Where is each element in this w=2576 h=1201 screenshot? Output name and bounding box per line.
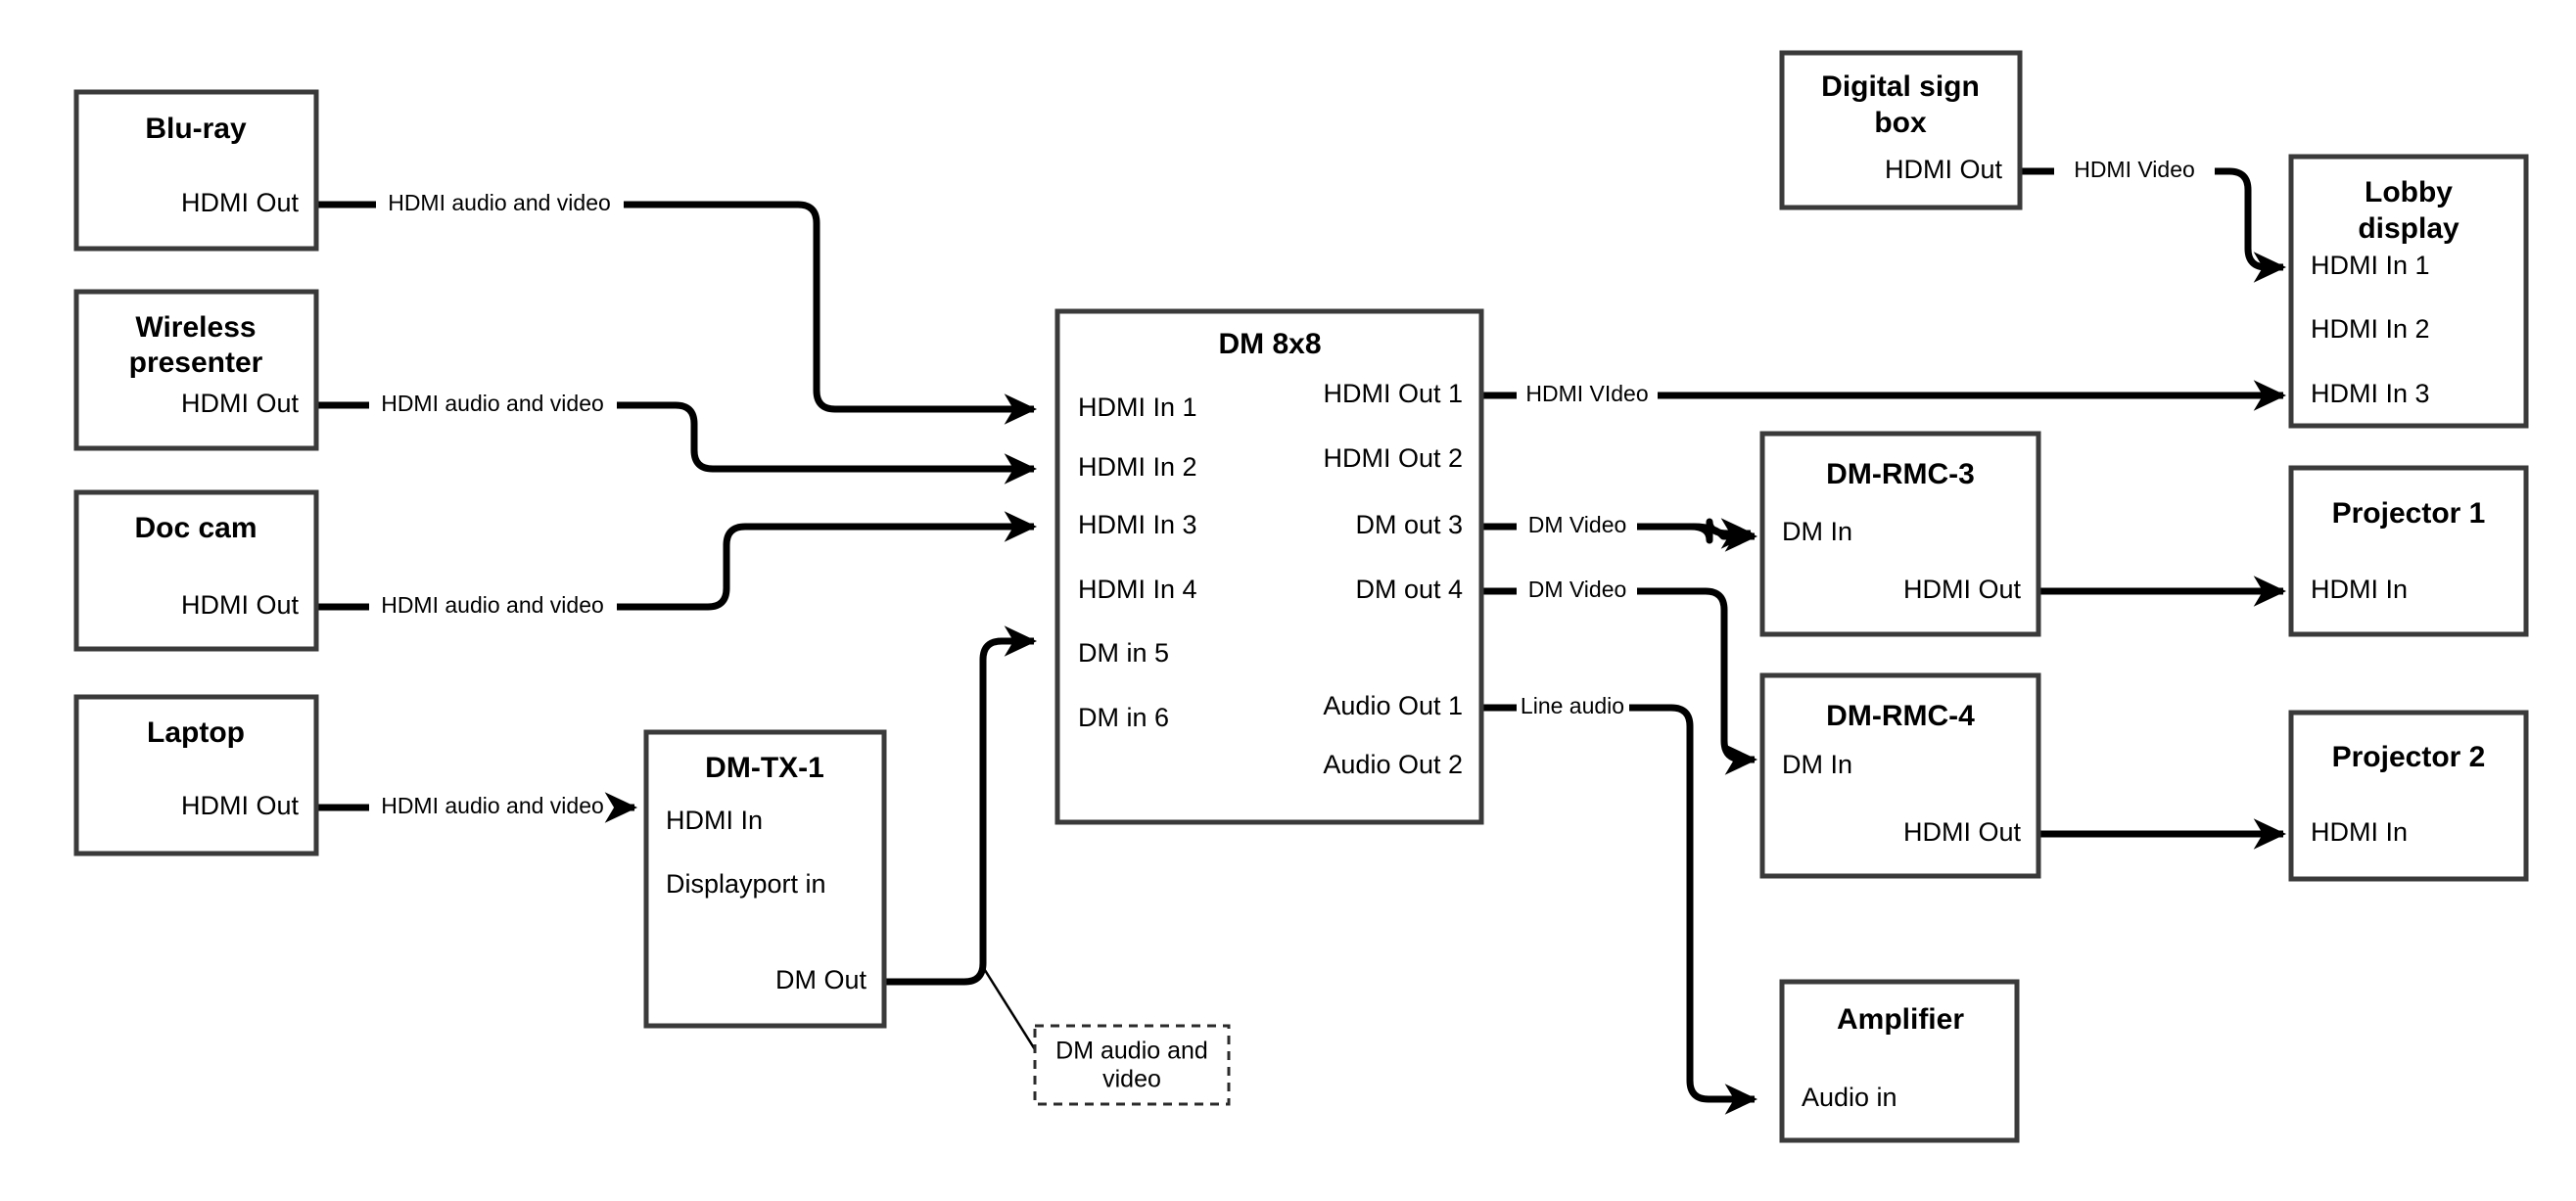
port-lobby-hdmi-in-2: HDMI In 2 [2311, 314, 2430, 344]
device-projector2-box[interactable] [2288, 710, 2529, 882]
port-dm8x8-hdmi-in-4: HDMI In 4 [1078, 575, 1197, 604]
wire-label-bluray: HDMI audio and video [388, 190, 611, 215]
wire-sign-to-lobby-in1: HDMI Video [2022, 157, 2287, 283]
wire-dm-audio-to-amp: Line audio [1481, 693, 1758, 1115]
wire-dm-out4-to-rmc4: DM Video [1481, 577, 1758, 775]
device-dmrmc3-box[interactable] [1759, 431, 2041, 637]
port-projector2-hdmi-in: HDMI In [2311, 817, 2408, 847]
device-wireless-presenter[interactable]: Wireless presenter HDMI Out [73, 289, 319, 451]
device-laptop[interactable]: Laptop HDMI Out [73, 694, 319, 856]
port-lobby-hdmi-in-3: HDMI In 3 [2311, 379, 2430, 408]
wire-label-doccam: HDMI audio and video [381, 592, 604, 618]
device-laptop-title: Laptop [147, 716, 245, 749]
callout-dm-audio-and-video: DM audio and video [1033, 1024, 1231, 1106]
wire-label-line-audio: Line audio [1521, 693, 1624, 718]
callout-note-line2: video [1102, 1066, 1161, 1093]
port-dmrmc4-dm-in: DM In [1782, 750, 1852, 779]
device-projector1-title: Projector 1 [2332, 497, 2486, 530]
device-dmrmc4-title: DM-RMC-4 [1826, 700, 1975, 732]
port-wireless-hdmi-out: HDMI Out [181, 389, 300, 418]
wire-doccam-to-dm-in3: HDMI audio and video [316, 511, 1038, 618]
device-laptop-box[interactable] [73, 694, 319, 856]
device-dm-rmc-3[interactable]: DM-RMC-3 DM In HDMI Out [1759, 431, 2041, 637]
device-wireless-box[interactable] [73, 289, 319, 451]
device-dmtx1-title: DM-TX-1 [705, 752, 824, 784]
device-doccam-box[interactable] [73, 489, 319, 652]
device-dm-8x8[interactable]: DM 8x8 HDMI In 1 HDMI In 2 HDMI In 3 HDM… [1054, 308, 1484, 825]
port-dm8x8-dm-in-5: DM in 5 [1078, 638, 1169, 668]
device-projector-1[interactable]: Projector 1 HDMI In [2288, 465, 2529, 637]
device-digital-sign-box[interactable]: Digital sign box HDMI Out [1779, 50, 2023, 210]
device-wireless-title-line1: Wireless [135, 311, 256, 344]
device-projector2-title: Projector 2 [2332, 741, 2486, 773]
device-lobby-display[interactable]: Lobby display HDMI In 1 HDMI In 2 HDMI I… [2288, 154, 2529, 429]
device-lobby-box[interactable] [2288, 154, 2529, 429]
device-wireless-title-line2: presenter [129, 346, 263, 379]
port-dm8x8-audio-out-2: Audio Out 2 [1323, 750, 1463, 779]
callout-note-line1: DM audio and [1055, 1038, 1208, 1065]
port-dm8x8-dm-out-3: DM out 3 [1355, 510, 1463, 539]
device-digitalsign-box[interactable] [1779, 50, 2023, 210]
port-doccam-hdmi-out: HDMI Out [181, 590, 300, 620]
device-dm8x8-title: DM 8x8 [1218, 328, 1321, 360]
device-lobby-title-line1: Lobby [2365, 176, 2453, 208]
wire-label-dm-out3: DM Video [1528, 512, 1627, 537]
device-lobby-title-line2: display [2358, 212, 2459, 245]
wire-label-wireless: HDMI audio and video [381, 391, 604, 416]
wire-laptop-to-dmtx: HDMI audio and video [316, 792, 638, 823]
device-amplifier-box[interactable] [1779, 979, 2020, 1143]
device-dmrmc4-box[interactable] [1759, 672, 2041, 879]
port-dmtx1-displayport-in: Displayport in [666, 869, 826, 899]
note-leader-line [981, 966, 1040, 1055]
port-dm8x8-hdmi-in-2: HDMI In 2 [1078, 452, 1197, 482]
wire-dm-out1-to-lobby-in3: HDMI VIdeo [1481, 380, 2287, 411]
port-dmtx1-dm-out: DM Out [775, 965, 867, 994]
device-doc-cam[interactable]: Doc cam HDMI Out [73, 489, 319, 652]
port-amplifier-audio-in: Audio in [1802, 1083, 1897, 1112]
device-dmtx1-box[interactable] [643, 729, 887, 1029]
port-dm8x8-dm-out-4: DM out 4 [1355, 575, 1463, 604]
device-projector1-box[interactable] [2288, 465, 2529, 637]
port-digitalsign-hdmi-out: HDMI Out [1885, 155, 2003, 184]
port-projector1-hdmi-in: HDMI In [2311, 575, 2408, 604]
device-dm8x8-box[interactable] [1054, 308, 1484, 825]
device-amplifier-title: Amplifier [1837, 1003, 1964, 1036]
device-bluray-box[interactable] [73, 89, 319, 252]
wire-wireless-to-dm-in2: HDMI audio and video [316, 391, 1038, 485]
port-dm8x8-hdmi-out-1: HDMI Out 1 [1323, 379, 1463, 408]
port-dmrmc3-hdmi-out: HDMI Out [1903, 575, 2022, 604]
port-dmtx1-hdmi-in: HDMI In [666, 806, 763, 835]
device-amplifier[interactable]: Amplifier Audio in [1779, 979, 2020, 1143]
wire-label-laptop: HDMI audio and video [381, 793, 604, 818]
device-dmrmc3-title: DM-RMC-3 [1826, 458, 1975, 490]
device-dm-tx-1[interactable]: DM-TX-1 HDMI In Displayport in DM Out [643, 729, 887, 1029]
wire-dmtx-to-dm-in5 [884, 625, 1040, 1055]
device-bluray[interactable]: Blu-ray HDMI Out [73, 89, 319, 252]
port-dmrmc3-dm-in: DM In [1782, 517, 1852, 546]
device-dm-rmc-4[interactable]: DM-RMC-4 DM In HDMI Out [1759, 672, 2041, 879]
port-dm8x8-hdmi-in-3: HDMI In 3 [1078, 510, 1197, 539]
device-digitalsign-title-line1: Digital sign [1821, 70, 1980, 103]
port-laptop-hdmi-out: HDMI Out [181, 791, 300, 820]
port-dm8x8-audio-out-1: Audio Out 1 [1323, 691, 1463, 720]
device-bluray-title: Blu-ray [145, 113, 247, 145]
device-projector-2[interactable]: Projector 2 HDMI In [2288, 710, 2529, 882]
port-lobby-hdmi-in-1: HDMI In 1 [2311, 251, 2430, 280]
wire-bluray-to-dm-in1: HDMI audio and video [316, 190, 1038, 425]
wire-label-dm-out1: HDMI VIdeo [1525, 381, 1648, 406]
port-dm8x8-hdmi-in-1: HDMI In 1 [1078, 393, 1197, 422]
wire-label-dm-out4: DM Video [1528, 577, 1627, 602]
port-dm8x8-dm-in-6: DM in 6 [1078, 703, 1169, 732]
port-bluray-hdmi-out: HDMI Out [181, 188, 300, 217]
wire-dm-out3-to-rmc3: DM Video [1481, 512, 1758, 552]
port-dm8x8-hdmi-out-2: HDMI Out 2 [1323, 443, 1463, 473]
callout-note-box [1033, 1024, 1231, 1106]
device-digitalsign-title-line2: box [1874, 107, 1927, 139]
wire-label-sign: HDMI Video [2074, 157, 2195, 182]
device-doccam-title: Doc cam [134, 512, 257, 544]
port-dmrmc4-hdmi-out: HDMI Out [1903, 817, 2022, 847]
